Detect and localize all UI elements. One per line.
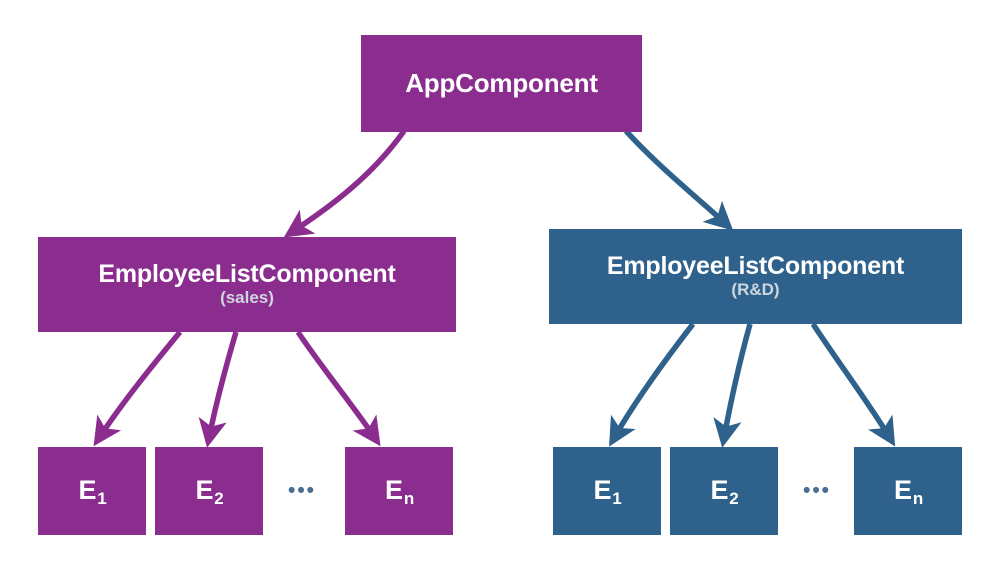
node-employee-rd-2[interactable]: E2	[670, 447, 778, 535]
node-employee-list-sales-subtitle: (sales)	[220, 288, 274, 308]
ellipsis-sales: •••	[287, 479, 317, 502]
node-employee-rd-n-label: En	[894, 475, 923, 509]
employee-subscript: 1	[97, 489, 107, 509]
employee-base-letter: E	[195, 475, 214, 506]
node-employee-sales-1[interactable]: E1	[38, 447, 146, 535]
employee-subscript: n	[403, 489, 414, 509]
employee-base-letter: E	[78, 475, 97, 506]
node-employee-sales-1-label: E1	[78, 475, 107, 509]
employee-subscript: 2	[214, 489, 224, 509]
employee-base-letter: E	[385, 475, 403, 506]
employee-base-letter: E	[894, 475, 912, 506]
edge-rd-to-e2	[713, 323, 753, 448]
edge-rd-to-en	[810, 322, 896, 447]
edge-sales-to-e2	[198, 331, 239, 448]
node-employee-rd-1-label: E1	[593, 475, 622, 509]
node-employee-rd-1[interactable]: E1	[553, 447, 661, 535]
node-employee-rd-2-label: E2	[710, 475, 739, 509]
employee-subscript: 2	[729, 489, 739, 509]
node-employee-sales-2[interactable]: E2	[155, 447, 263, 535]
node-employee-list-rd[interactable]: EmployeeListComponent (R&D)	[549, 229, 962, 324]
node-employee-list-rd-subtitle: (R&D)	[731, 280, 780, 300]
employee-base-letter: E	[593, 475, 612, 506]
employee-subscript: n	[912, 489, 923, 509]
employee-subscript: 1	[612, 489, 622, 509]
node-employee-list-sales[interactable]: EmployeeListComponent (sales)	[38, 237, 456, 332]
node-app-component[interactable]: AppComponent	[361, 35, 642, 132]
node-employee-list-sales-label: EmployeeListComponent	[98, 260, 396, 289]
node-employee-sales-2-label: E2	[195, 475, 224, 509]
node-employee-list-rd-label: EmployeeListComponent	[606, 252, 905, 281]
node-employee-sales-n-label: En	[385, 475, 414, 509]
edge-app-to-rd	[623, 129, 734, 231]
node-employee-rd-n[interactable]: En	[854, 447, 962, 535]
employee-base-letter: E	[710, 475, 729, 506]
edge-rd-to-e1	[609, 322, 696, 447]
ellipsis-rd: •••	[802, 479, 832, 502]
node-employee-sales-n[interactable]: En	[345, 447, 453, 535]
node-app-component-label: AppComponent	[405, 68, 598, 99]
edge-app-to-sales	[283, 129, 407, 238]
edge-sales-to-e1	[93, 330, 183, 447]
edge-sales-to-en	[295, 330, 381, 447]
